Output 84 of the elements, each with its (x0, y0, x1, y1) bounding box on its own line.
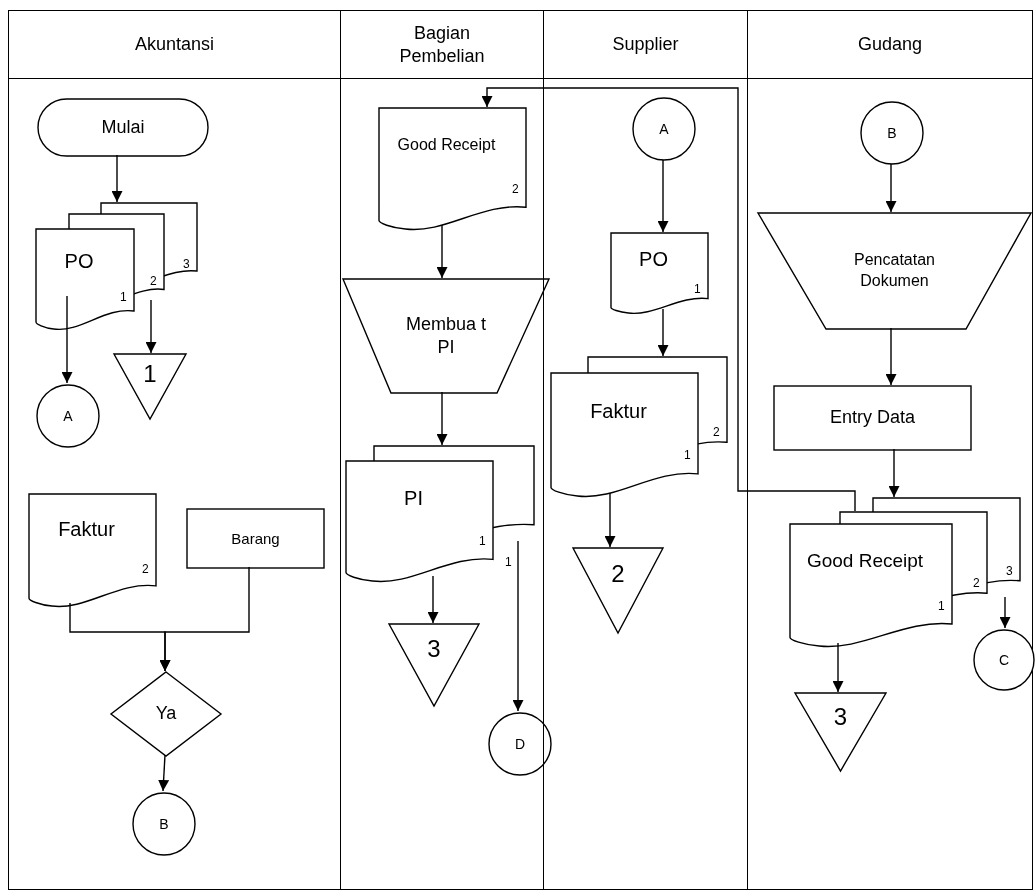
process-box (774, 386, 971, 450)
document-shape (790, 498, 1020, 646)
connector-circle (132, 792, 196, 856)
connector-label: D (514, 734, 526, 754)
node-label: PO (639, 247, 668, 272)
arrow (158, 754, 170, 792)
lane-title: Supplier (612, 33, 679, 56)
offpage-triangle (389, 624, 479, 706)
node-label: Faktur (590, 398, 647, 424)
connector-label: B (159, 814, 169, 834)
page-number: 1 (684, 449, 691, 462)
connector-circle (488, 712, 552, 776)
process-box (187, 509, 324, 568)
arrow (512, 540, 524, 712)
arrow (657, 308, 669, 357)
arrow (885, 163, 897, 213)
lane-title: Akuntansi (134, 33, 215, 56)
arrow (145, 299, 157, 354)
node-label: Faktur (58, 516, 115, 542)
connector-circle (973, 629, 1035, 691)
lane-title: Bagian Pembelian (398, 22, 486, 67)
arrow (888, 448, 900, 498)
page-number: 2 (142, 563, 149, 576)
manual-operation-trapezoid (758, 213, 1031, 329)
node-label: Pencatatan Dokumen (853, 250, 936, 291)
arrow (436, 391, 448, 446)
node-label: Membua t PI (405, 312, 487, 359)
node-label: Ya (155, 702, 177, 726)
document-shape (29, 494, 156, 606)
connector-circle (36, 384, 100, 448)
arrow (481, 87, 856, 512)
connector-circle (860, 101, 924, 165)
node-label: PI (404, 486, 423, 511)
page-number: 2 (713, 425, 720, 438)
arrow (111, 154, 123, 203)
page-number: 1 (694, 282, 701, 295)
node-label: Entry Data (829, 406, 915, 430)
arrow (436, 224, 448, 279)
connector-label: 3 (427, 634, 441, 664)
arrow (657, 159, 669, 233)
connector-label: C (998, 650, 1010, 670)
node-label: PO (64, 248, 94, 274)
terminator-shape (38, 99, 208, 156)
document-shape (611, 233, 708, 313)
lane-title: Gudang (857, 33, 923, 56)
connector-circle (632, 97, 696, 161)
page-number: 2 (512, 183, 519, 195)
node-label: Barang (231, 528, 280, 549)
connector-label: 3 (833, 701, 848, 732)
node-label: Good Receipt (397, 134, 496, 155)
document-shape (551, 357, 727, 496)
page-number: 3 (183, 257, 190, 270)
arrow (427, 575, 439, 624)
edge-label: 1 (505, 556, 512, 568)
arrow (61, 295, 73, 384)
connector-label: A (659, 119, 669, 139)
connector-label: A (63, 406, 73, 426)
page-number: 3 (1006, 564, 1013, 577)
page-number: 1 (120, 291, 127, 303)
page-number: 2 (150, 274, 157, 287)
arrow (604, 492, 616, 548)
decision-diamond (111, 672, 221, 756)
page-number: 2 (973, 577, 980, 590)
connector-label: 2 (611, 558, 625, 589)
arrow (832, 642, 844, 693)
arrow (159, 566, 250, 672)
node-label: Good Receipt (806, 549, 924, 574)
swimlane (543, 10, 748, 890)
connector-label: 1 (143, 358, 157, 389)
document-shape (36, 203, 197, 329)
arrow (999, 596, 1011, 629)
page-number: 1 (479, 535, 486, 548)
node-label: Mulai (101, 115, 145, 139)
offpage-triangle (795, 693, 886, 771)
manual-operation-trapezoid (343, 279, 549, 393)
arrow (885, 327, 897, 386)
swimlane (8, 10, 341, 890)
offpage-triangle (114, 354, 186, 419)
swimlane (747, 10, 1033, 890)
document-shape (346, 446, 534, 581)
document-shape (379, 108, 526, 229)
connector-label: B (887, 123, 897, 143)
page-number: 1 (938, 599, 945, 612)
offpage-triangle (573, 548, 663, 633)
